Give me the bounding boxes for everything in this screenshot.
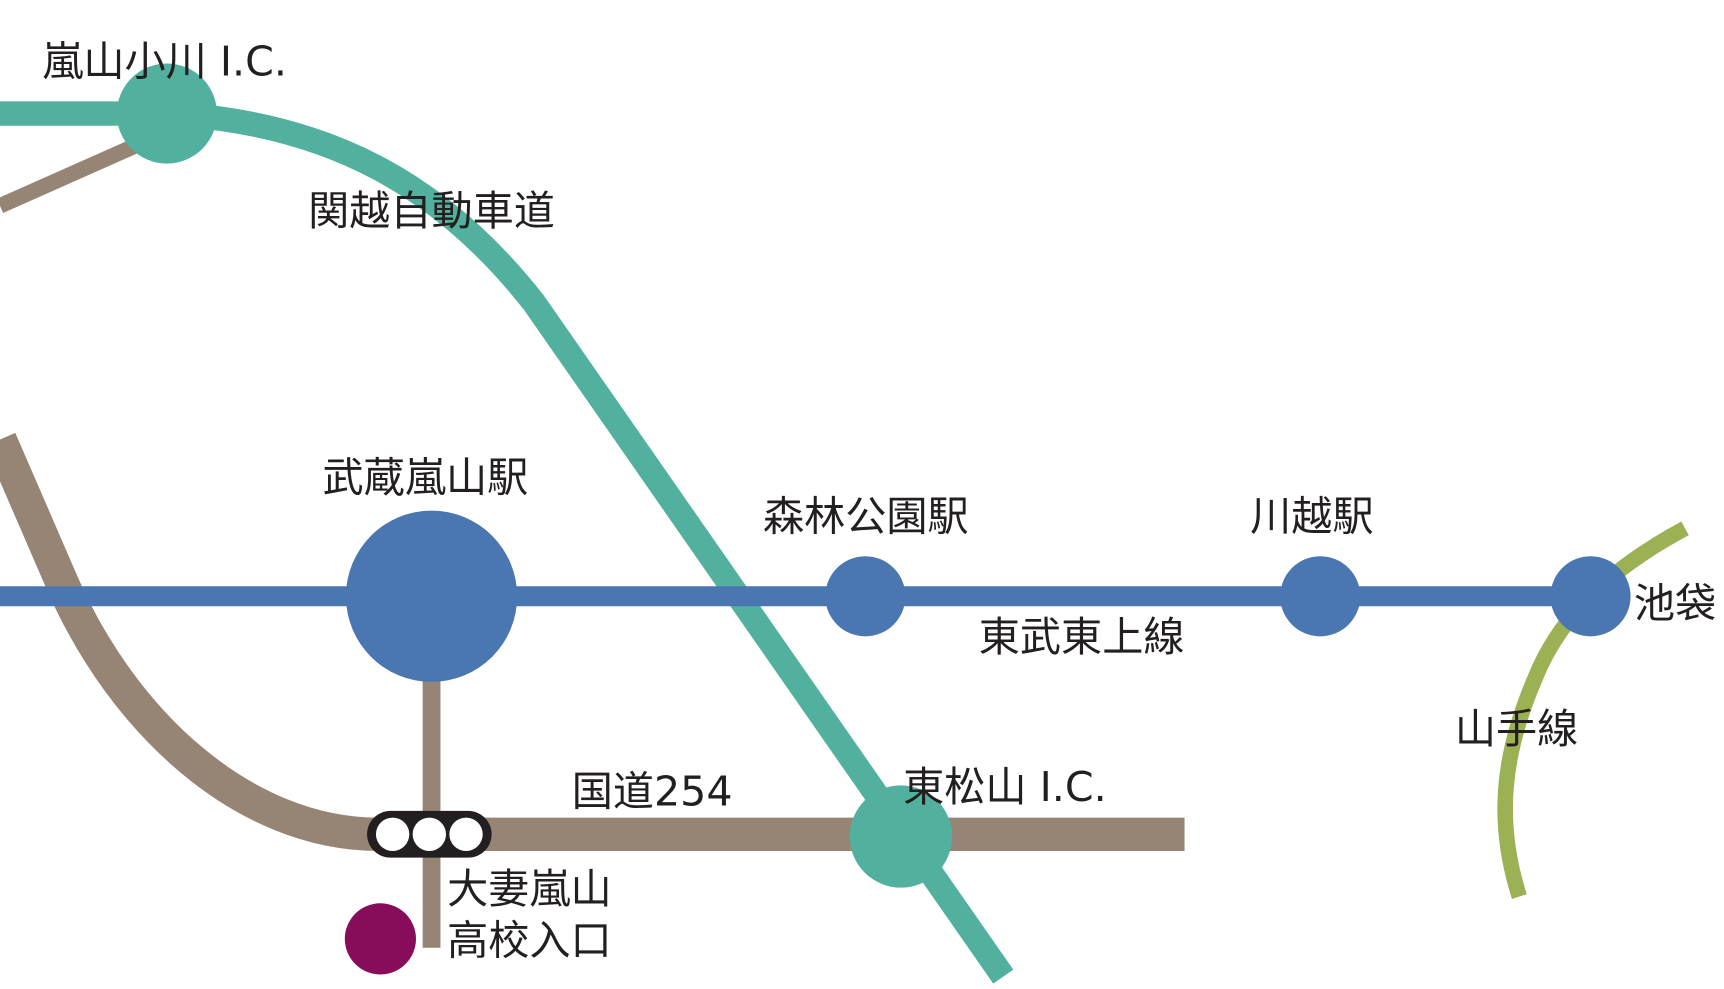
higashi-matsuyama-ic-label: 東松山 I.C. xyxy=(903,763,1107,811)
musashi-ranzan-station-label: 武蔵嵐山駅 xyxy=(323,454,529,502)
ikebukuro-station-marker xyxy=(1550,556,1631,637)
kawagoe-station-label: 川越駅 xyxy=(1250,493,1373,541)
shinrin-koen-station-label: 森林公園駅 xyxy=(763,493,969,541)
route-254-label: 国道254 xyxy=(572,767,733,815)
tobu-tojo-line-label: 東武東上線 xyxy=(979,613,1185,661)
destination-label-line2: 高校入口 xyxy=(447,916,612,964)
destination-label-line1: 大妻嵐山 xyxy=(447,865,612,913)
traffic-light-icon xyxy=(367,810,492,858)
musashi-ranzan-station-marker xyxy=(345,510,518,682)
route-254-road xyxy=(0,432,1185,851)
kanetsu-expressway-label: 関越自動車道 xyxy=(308,187,555,235)
yamanote-line-label: 山手線 xyxy=(1455,705,1578,753)
road-northwest xyxy=(0,132,154,213)
kawagoe-station-marker xyxy=(1280,556,1361,637)
shinrin-koen-station-marker xyxy=(825,556,906,637)
destination-marker xyxy=(344,903,416,975)
ranzan-ogawa-ic-label: 嵐山小川 I.C. xyxy=(42,38,287,86)
kanetsu-expressway-line xyxy=(0,101,1014,984)
ranzan-ogawa-ic-marker xyxy=(116,63,217,164)
higashi-matsuyama-ic-marker xyxy=(849,785,953,888)
ikebukuro-label: 池袋 xyxy=(1634,579,1716,627)
